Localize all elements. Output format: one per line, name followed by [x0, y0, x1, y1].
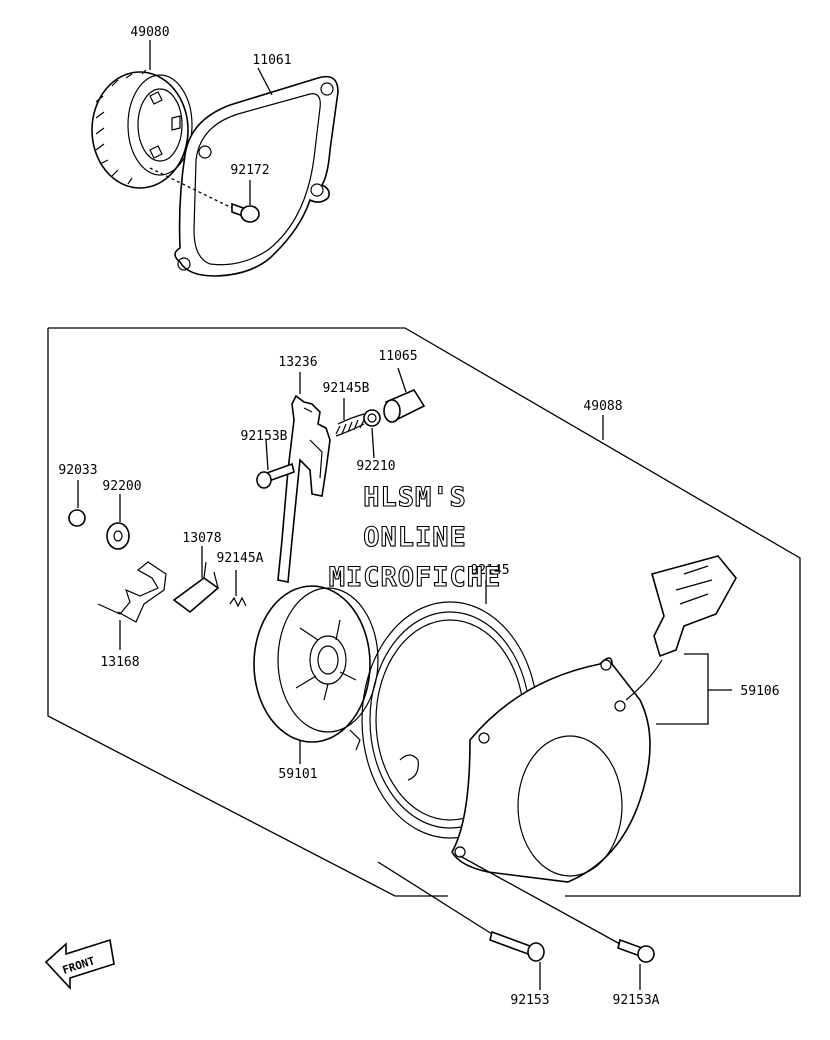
callout-92200: 92200 [102, 479, 141, 494]
reel-59101 [253, 585, 379, 764]
callout-11065: 11065 [378, 349, 417, 364]
clip-92033 [68, 480, 86, 527]
callout-13168: 13168 [100, 655, 139, 670]
watermark-line1: HLSM'S [363, 482, 467, 513]
case [451, 657, 651, 883]
collar-92210 [363, 409, 381, 459]
callout-92172: 92172 [230, 163, 269, 178]
callout-11061: 11061 [252, 53, 291, 68]
callout-92145B: 92145B [323, 381, 370, 396]
spring-92145A [229, 570, 247, 608]
cap-11065 [383, 367, 426, 423]
callout-92033: 92033 [58, 463, 97, 478]
bolt-92153A [459, 855, 655, 990]
callout-92145: 92145 [470, 563, 509, 578]
callout-92210: 92210 [356, 459, 395, 474]
handle-59106 [625, 555, 737, 725]
screw-92172 [149, 167, 260, 223]
gear-49080 [91, 40, 193, 189]
callout-13236: 13236 [278, 355, 317, 370]
callout-59106: 59106 [740, 684, 779, 699]
callout-92145A: 92145A [217, 551, 264, 566]
callout-92153A: 92153A [613, 993, 660, 1008]
assembly-frame-49088 [47, 327, 801, 897]
watermark: HLSM'S ONLINE MICROFICHE [328, 481, 502, 593]
callout-92153B: 92153B [241, 429, 288, 444]
callout-92153: 92153 [510, 993, 549, 1008]
spring-92145B [335, 398, 365, 437]
washer-92200 [106, 494, 130, 550]
callout-49088: 49088 [583, 399, 622, 414]
guide-13168 [97, 561, 167, 650]
callout-49080: 49080 [130, 25, 169, 40]
lever-13236 [277, 372, 331, 583]
callout-13078: 13078 [182, 531, 221, 546]
gasket-11061 [174, 67, 339, 277]
bolt-92153B [256, 439, 295, 489]
watermark-line3: MICROFICHE [329, 562, 502, 593]
front-arrow: FRONT [44, 938, 115, 991]
callout-59101: 59101 [278, 767, 317, 782]
watermark-line2: ONLINE [363, 522, 467, 553]
ratchet-13078 [172, 546, 220, 614]
bolt-92153 [377, 861, 545, 990]
